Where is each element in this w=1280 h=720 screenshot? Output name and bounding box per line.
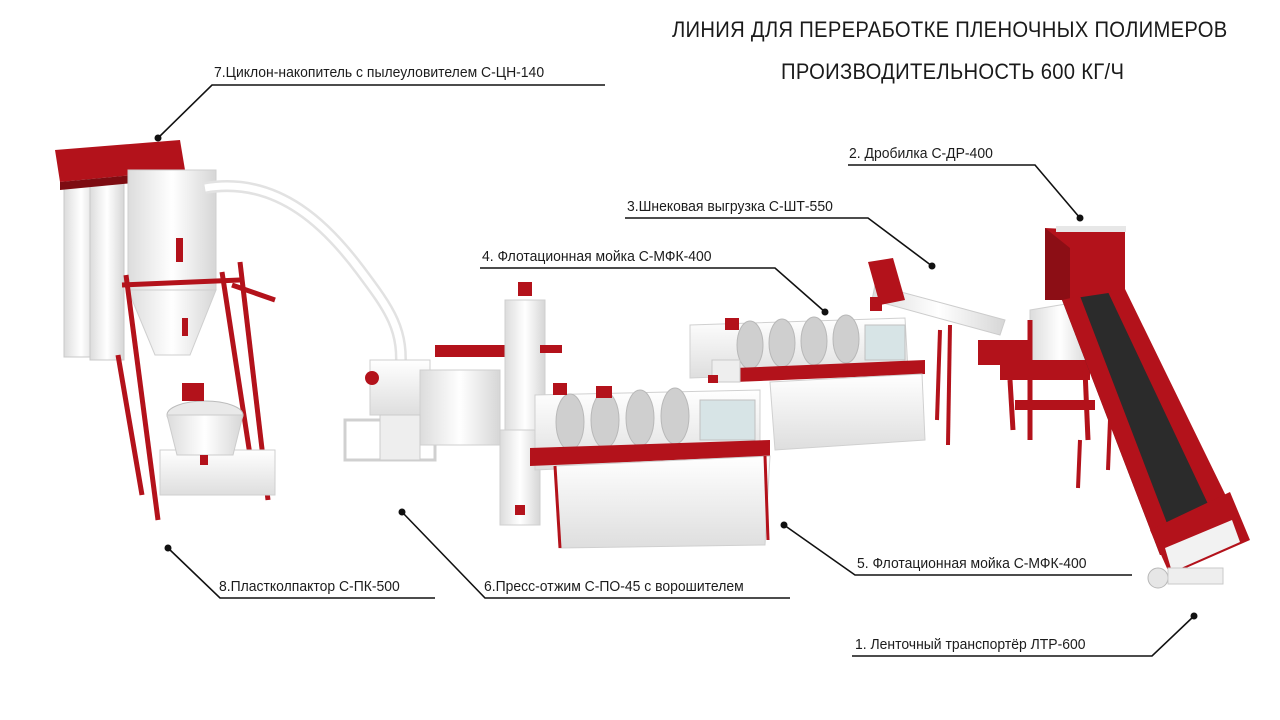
label-flotation-washer-5: 5. Флотационная мойка С-МФК-400 (857, 555, 1087, 572)
diagram-subtitle: ПРОИЗВОДИТЕЛЬНОСТЬ 600 КГ/Ч (781, 59, 1125, 84)
label-crusher: 2. Дробилка С-ДР-400 (849, 145, 993, 162)
cyclone-accumulator (55, 140, 407, 521)
belt-conveyor (1062, 289, 1250, 589)
label-belt-conveyor: 1. Ленточный транспортёр ЛТР-600 (855, 636, 1086, 653)
label-press-dewaterer: 6.Пресс-отжим С-ПО-45 с ворошителем (484, 578, 744, 595)
flotation-washer-front (530, 383, 771, 549)
leader-dots (154, 134, 1198, 620)
leader-lines (157, 84, 1195, 657)
label-screw-unloader: 3.Шнековая выгрузка С-ШТ-550 (627, 198, 833, 215)
label-flotation-washer-4: 4. Флотационная мойка С-МФК-400 (482, 248, 712, 265)
label-cyclone-accumulator: 7.Циклон-накопитель с пылеуловителем С-Ц… (214, 64, 545, 81)
label-plast-compactor: 8.Пластколпактор С-ПК-500 (219, 578, 400, 595)
diagram-title: ЛИНИЯ ДЛЯ ПЕРЕРАБОТКЕ ПЛЕНОЧНЫХ ПОЛИМЕРО… (672, 17, 1228, 42)
flotation-washer-back (689, 314, 926, 451)
press-dewaterer (343, 282, 562, 526)
screw-unloader (868, 258, 1028, 446)
